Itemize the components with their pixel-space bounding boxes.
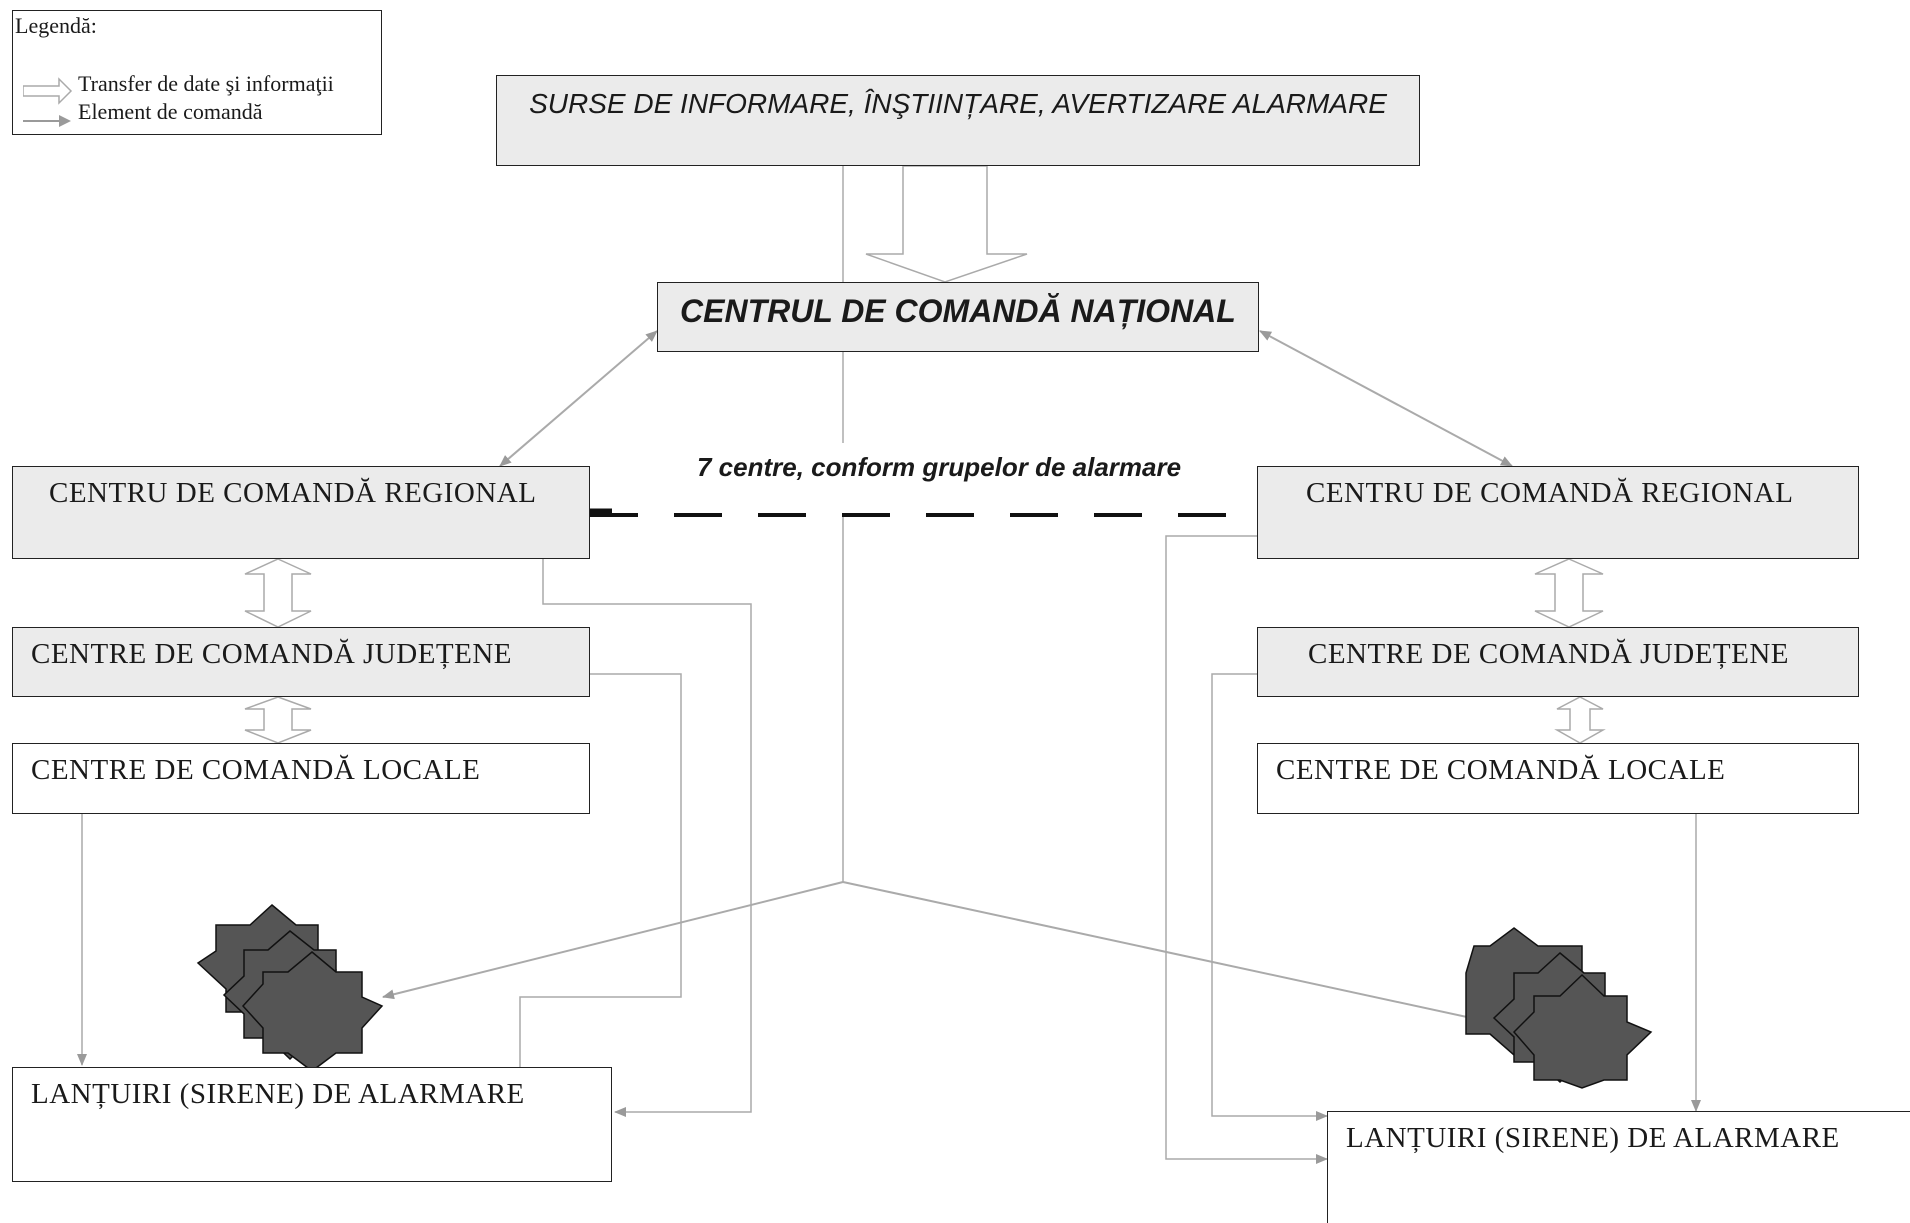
local-centers-left-box: CENTRE DE COMANDĂ LOCALE (12, 743, 590, 814)
local-centers-left-label: CENTRE DE COMANDĂ LOCALE (31, 754, 481, 786)
county-centers-right-label: CENTRE DE COMANDĂ JUDEȚENE (1308, 638, 1789, 670)
county-centers-left-label: CENTRE DE COMANDĂ JUDEȚENE (31, 638, 512, 670)
county-centers-right-box: CENTRE DE COMANDĂ JUDEȚENE (1257, 627, 1859, 697)
control-line-regional-to-sirens-right (1165, 535, 1328, 1164)
siren-cluster-left (196, 904, 384, 1072)
control-line-regional-to-sirens-left (542, 559, 752, 1117)
regional-center-left-box: CENTRU DE COMANDĂ REGIONAL (12, 466, 590, 559)
siren-cluster-right (1465, 927, 1653, 1089)
sirens-right-label: LANȚUIRI (SIRENE) DE ALARMARE (1346, 1122, 1840, 1154)
hollow-arrow-icon (23, 77, 73, 105)
local-centers-right-box: CENTRE DE COMANDĂ LOCALE (1257, 743, 1859, 814)
sirens-left-label: LANȚUIRI (SIRENE) DE ALARMARE (31, 1078, 525, 1110)
legend-title: Legendă: (15, 13, 97, 38)
data-transfer-arrow-regional-county-right (1534, 558, 1604, 628)
control-line-county-to-sirens-right (1211, 673, 1328, 1121)
national-center-box: CENTRUL DE COMANDĂ NAȚIONAL (657, 282, 1259, 352)
sirens-left-box: LANȚUIRI (SIRENE) DE ALARMARE (12, 1067, 612, 1182)
control-arrow-central-to-stars-left (382, 881, 844, 1000)
data-transfer-arrow-regional-county-left (244, 558, 312, 628)
control-arrow-national-regional-right (1259, 330, 1513, 467)
sirens-right-box: LANȚUIRI (SIRENE) DE ALARMARE (1327, 1111, 1910, 1223)
legend-data-transfer: Transfer de date şi informaţii (78, 71, 334, 96)
data-transfer-arrow-sources-national (865, 165, 1028, 283)
regional-note: 7 centre, conform grupelor de alarmare (697, 452, 1182, 482)
regional-center-left-label: CENTRU DE COMANDĂ REGIONAL (49, 477, 537, 509)
data-transfer-arrow-county-local-right (1554, 696, 1606, 744)
legend: Legendă: Transfer de date şi informaţii … (12, 10, 382, 135)
local-centers-right-label: CENTRE DE COMANDĂ LOCALE (1276, 754, 1726, 786)
legend-arrows (23, 77, 73, 127)
national-center-label: CENTRUL DE COMANDĂ NAȚIONAL (680, 293, 1236, 329)
sources-label: SURSE DE INFORMARE, ÎNŞTIINȚARE, AVERTIZ… (529, 88, 1387, 119)
regional-center-right-label: CENTRU DE COMANDĂ REGIONAL (1306, 477, 1794, 509)
regional-center-right-box: CENTRU DE COMANDĂ REGIONAL (1257, 466, 1859, 559)
county-centers-left-box: CENTRE DE COMANDĂ JUDEȚENE (12, 627, 590, 697)
data-transfer-arrow-county-local-left (244, 696, 312, 744)
sources-box: SURSE DE INFORMARE, ÎNŞTIINȚARE, AVERTIZ… (496, 75, 1420, 166)
control-arrow-national-regional-left (499, 330, 658, 467)
legend-command: Element de comandă (78, 99, 263, 124)
control-line-county-to-sirens-left (519, 673, 682, 1067)
siren-star-icon (1512, 973, 1653, 1089)
